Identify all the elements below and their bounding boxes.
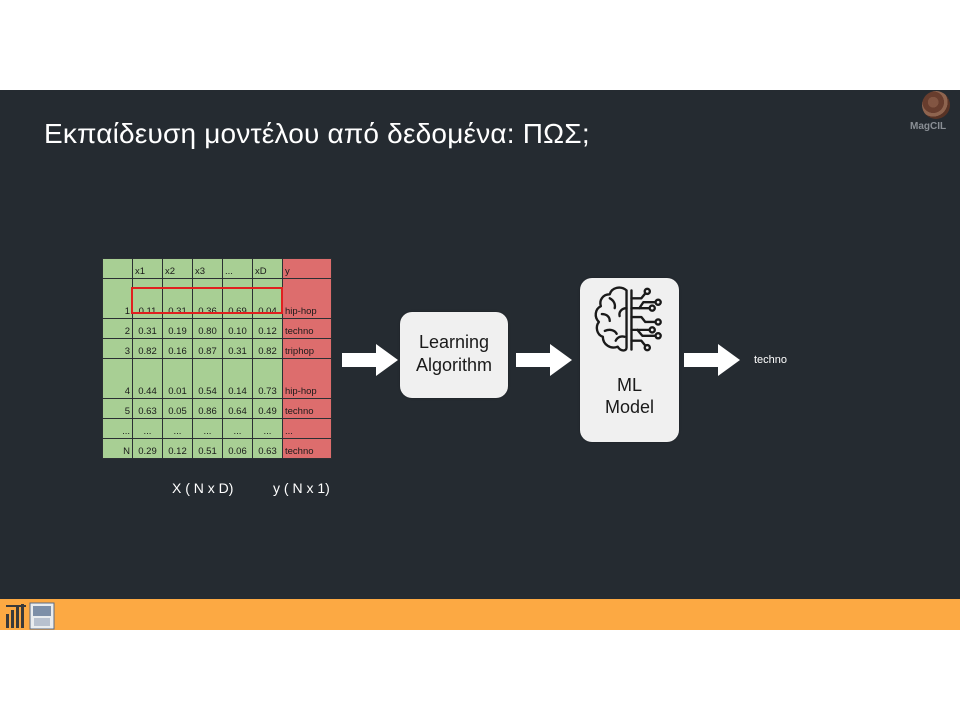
feature-cell: 0.80 [192,318,223,339]
feature-cell: 0.11 [132,278,163,319]
feature-cell: 0.31 [132,318,163,339]
feature-cell: 0.63 [252,438,283,459]
prediction-output: techno [754,354,788,366]
label-cell: techno [282,398,332,419]
learning-algorithm-line2: Algorithm [415,355,493,375]
x-dimension-caption: X ( N x D) [172,480,234,496]
table-row: ..................... [102,418,332,439]
feature-cell: 0.14 [222,358,253,399]
learning-algorithm-box: Learning Algorithm [400,312,508,398]
feature-cell: ... [222,418,253,439]
feature-cell: 0.36 [192,278,223,319]
brain-circuit-icon [594,286,662,352]
logo-text: MagCIL [910,121,947,132]
feature-cell: 0.49 [252,398,283,419]
row-index-cell: 3 [102,338,133,359]
arrow-right-icon [516,344,572,376]
feature-cell: 0.69 [222,278,253,319]
label-cell: triphop [282,338,332,359]
feature-cell: 0.06 [222,438,253,459]
magcil-logo: MagCIL [906,90,960,136]
y-dimension-caption: y ( N x 1) [273,480,330,496]
learning-algorithm-line1: Learning [418,332,490,352]
university-logo-icon [6,602,55,630]
column-header [102,258,133,279]
feature-cell: 0.82 [132,338,163,359]
slide: Εκπαίδευση μοντέλου από δεδομένα: ΠΩΣ; M… [0,90,960,630]
feature-cell: 0.87 [192,338,223,359]
feature-cell: ... [252,418,283,439]
ml-model-line1: ML [616,375,642,395]
feature-cell: 0.31 [222,338,253,359]
column-header: xD [252,258,283,279]
column-header: y [282,258,332,279]
label-cell: techno [282,318,332,339]
feature-cell: 0.44 [132,358,163,399]
arrow-right-icon [684,344,740,376]
feature-cell: 0.12 [162,438,193,459]
feature-cell: 0.05 [162,398,193,419]
feature-cell: 0.29 [132,438,163,459]
logo-emblem-icon [922,91,950,119]
label-cell: techno [282,438,332,459]
column-header: x1 [132,258,163,279]
slide-title: Εκπαίδευση μοντέλου από δεδομένα: ΠΩΣ; [44,118,590,149]
column-header: ... [222,258,253,279]
column-header: x2 [162,258,193,279]
feature-cell: 0.01 [162,358,193,399]
row-index-cell: 4 [102,358,133,399]
feature-cell: 0.04 [252,278,283,319]
arrow-right-icon [342,344,398,376]
footer-bar [0,599,960,630]
feature-cell: 0.16 [162,338,193,359]
ml-model-box: ML Model [580,278,679,442]
label-cell: hip-hop [282,278,332,319]
feature-cell: 0.19 [162,318,193,339]
column-header: x3 [192,258,223,279]
feature-cell: ... [132,418,163,439]
feature-cell: ... [162,418,193,439]
row-index-cell: 5 [102,398,133,419]
feature-cell: 0.63 [132,398,163,419]
feature-cell: 0.31 [162,278,193,319]
feature-cell: 0.12 [252,318,283,339]
feature-cell: 0.64 [222,398,253,419]
label-cell: hip-hop [282,358,332,399]
feature-cell: 0.73 [252,358,283,399]
feature-cell: 0.54 [192,358,223,399]
label-cell: ... [282,418,332,439]
row-index-cell: 1 [102,278,133,319]
row-index-cell: 2 [102,318,133,339]
feature-cell: 0.10 [222,318,253,339]
feature-cell: 0.51 [192,438,223,459]
row-index-cell: N [102,438,133,459]
ml-model-line2: Model [604,397,655,417]
feature-cell: 0.86 [192,398,223,419]
feature-cell: 0.82 [252,338,283,359]
row-index-cell: ... [102,418,133,439]
feature-cell: ... [192,418,223,439]
